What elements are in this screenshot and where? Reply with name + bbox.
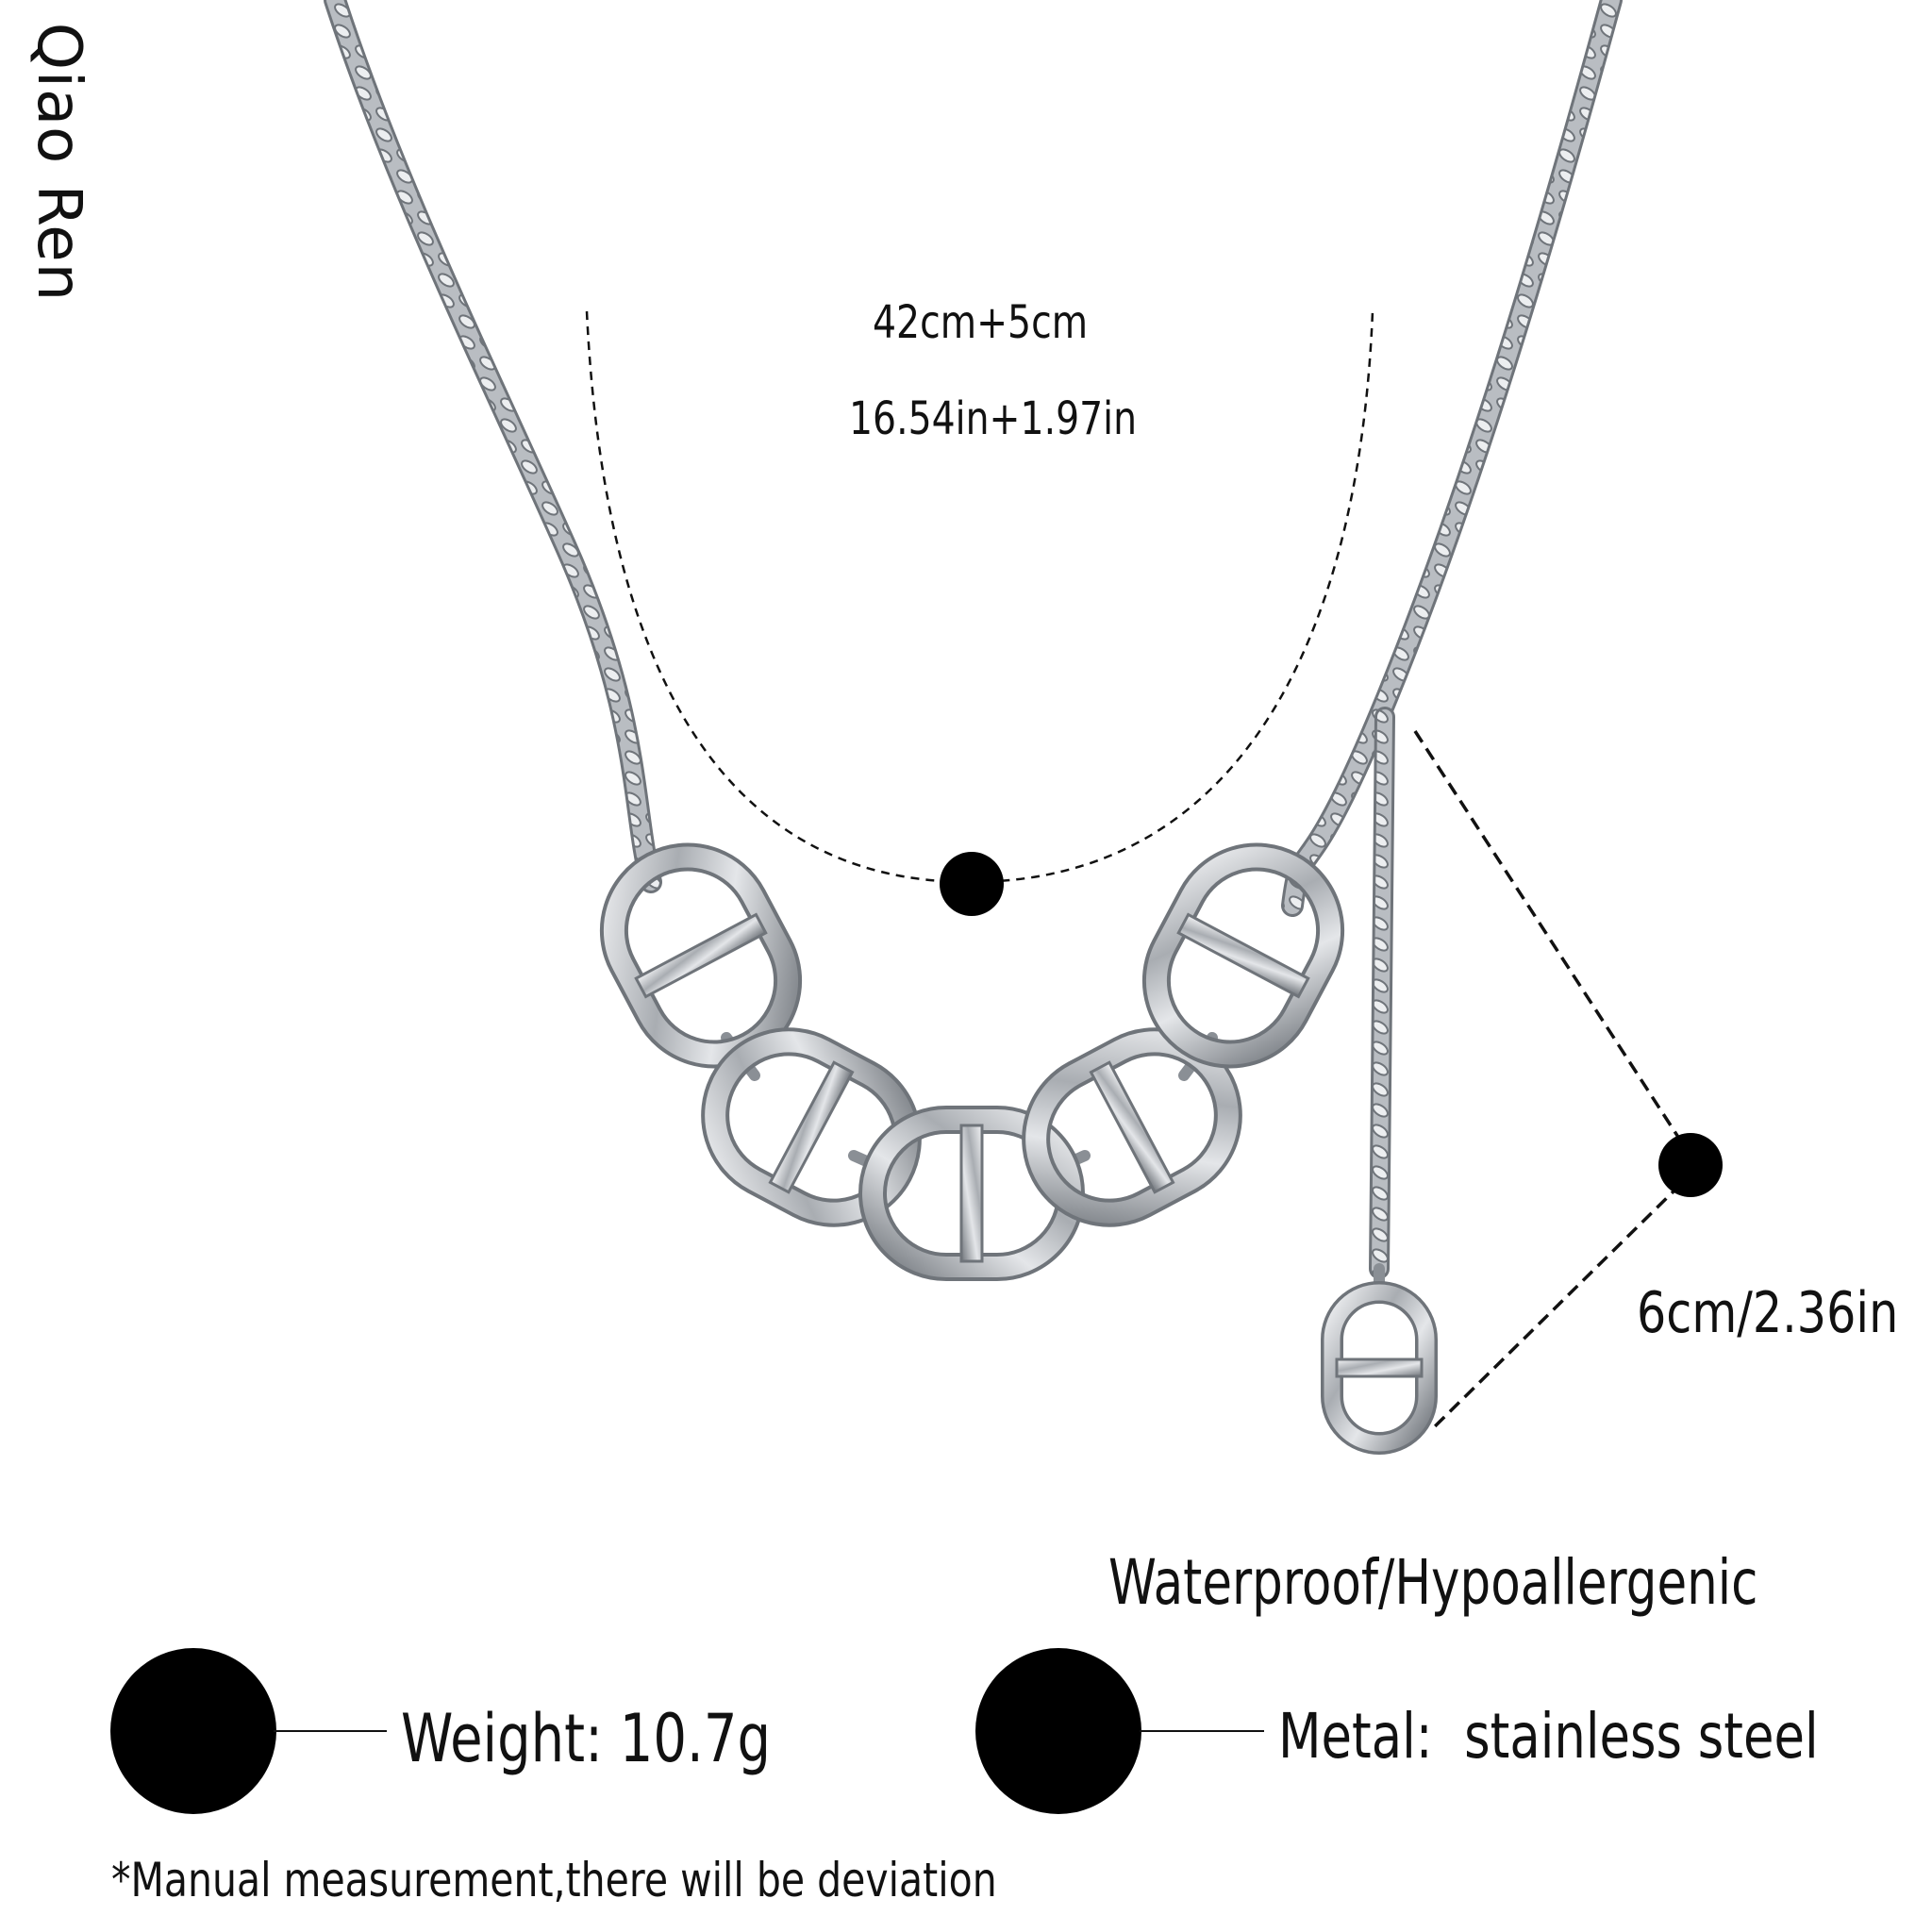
weight-bullet <box>110 1648 276 1814</box>
drop-length-label: 6cm/2.36in <box>1637 1280 1899 1346</box>
weight-label: Weight: 10.7g <box>401 1700 771 1777</box>
necklace-length-inches: 16.54in+1.97in <box>849 392 1138 445</box>
metal-bullet <box>975 1648 1141 1814</box>
drop-guide-line-upper <box>1413 730 1683 1142</box>
right-chain <box>1281 0 1623 917</box>
necklace-link <box>701 1027 922 1227</box>
necklace-length-cm: 42cm+5cm <box>873 296 1089 349</box>
features-label: Waterproof/Hypoallergenic <box>1108 1546 1758 1619</box>
pendant-link <box>1321 1281 1438 1455</box>
drop-chain <box>1369 707 1395 1279</box>
left-chain <box>324 0 662 893</box>
length-marker-dot <box>940 852 1004 916</box>
drop-marker-dot <box>1658 1133 1723 1197</box>
measurement-disclaimer: *Manual measurement,there will be deviat… <box>111 1853 997 1907</box>
necklace-link <box>1022 1027 1242 1227</box>
drop-guide-line-lower <box>1430 1182 1683 1431</box>
metal-label: Metal: stainless steel <box>1278 1700 1819 1773</box>
brand-name: Qiao Ren <box>24 22 93 303</box>
necklace-link <box>1141 842 1345 1069</box>
